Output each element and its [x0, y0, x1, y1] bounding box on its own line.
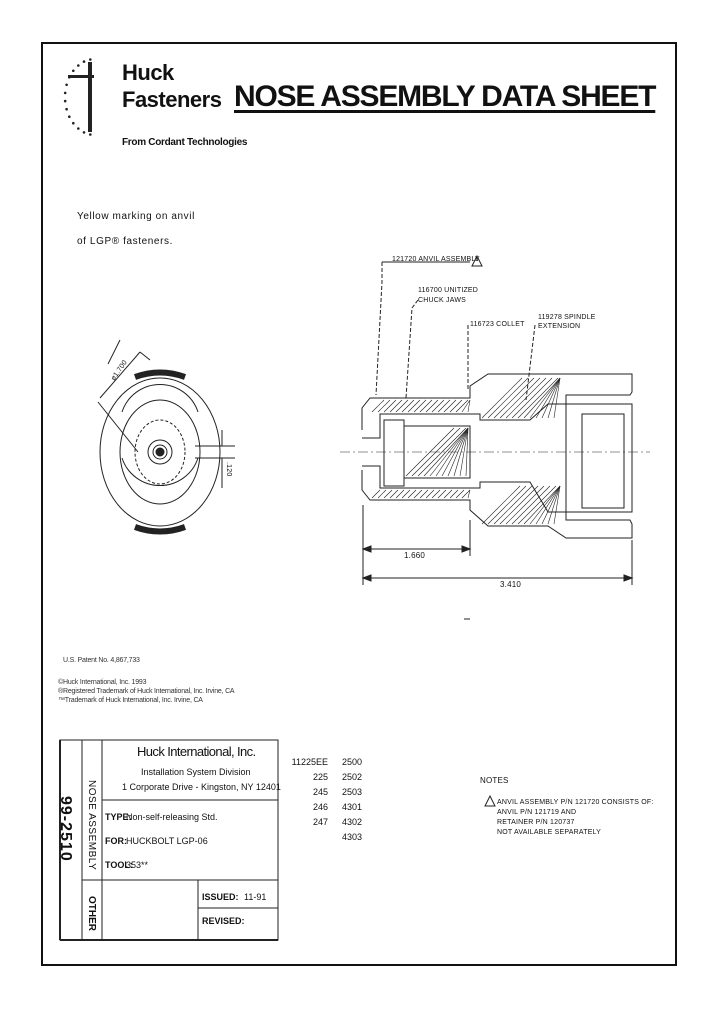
tool-list-item: 247 — [312, 817, 328, 827]
page-title: NOSE ASSEMBLY DATA SHEET — [234, 80, 656, 113]
dim-120-label: .120 — [225, 462, 232, 477]
revised-label: REVISED: — [202, 916, 245, 926]
logo-line-2: Fasteners — [122, 87, 222, 112]
tool-list-item: 2503 — [342, 787, 363, 797]
tool-list-item: 4301 — [342, 802, 363, 812]
doc-number: 99-2510 — [57, 796, 74, 862]
callout-jaws-line-1: 116700 UNITIZED — [418, 287, 479, 294]
trademark-text: ™Trademark of Huck International, Inc. I… — [58, 697, 203, 704]
tool-list-col-1: 11225EE 225 245 246 247 — [284, 757, 328, 832]
registered-trademark-text: ®Registered Trademark of Huck Internatio… — [58, 688, 235, 695]
nose-assembly-vertical: NOSE ASSEMBLY — [86, 780, 97, 871]
tool-value: 353** — [126, 860, 149, 870]
note-line-1: Yellow marking on anvil — [77, 211, 195, 222]
callout-collet: 116723 COLLET — [470, 321, 525, 328]
title-block-grid — [59, 739, 496, 941]
for-value: HUCKBOLT LGP-06 — [126, 836, 208, 846]
tool-list-item: 246 — [312, 802, 328, 812]
type-label: TYPE: — [105, 812, 132, 822]
callout-spindle-line-2: EXTENSION — [538, 323, 581, 330]
notes-line-3: RETAINER P/N 120737 — [497, 819, 575, 826]
anvil-end-view — [97, 339, 235, 535]
callout-spindle-line-1: 119278 SPINDLE — [538, 314, 596, 321]
copyright-text: ©Huck International, Inc. 1993 — [58, 679, 147, 686]
tool-list-item: 245 — [312, 787, 328, 797]
patent-text: U.S. Patent No. 4,867,733 — [63, 657, 140, 664]
callout-jaws-line-2: CHUCK JAWS — [418, 297, 467, 304]
division-name: Installation System Division — [141, 767, 251, 777]
note-line-2: of LGP® fasteners. — [77, 236, 173, 247]
tool-list-item: 225 — [312, 772, 328, 782]
company-address: 1 Corporate Drive - Kingston, NY 12401 — [122, 782, 281, 792]
notes-heading: NOTES — [480, 776, 509, 785]
for-label: FOR: — [105, 836, 127, 846]
issued-value: 11-91 — [244, 892, 267, 902]
dim-1660-label: 1.660 — [404, 551, 426, 560]
issued-label: ISSUED: — [202, 892, 239, 902]
nose-assembly-section — [340, 254, 650, 620]
notes-line-4: NOT AVAILABLE SEPARATELY — [497, 829, 602, 836]
page-border — [41, 42, 677, 966]
huck-logo-icon — [63, 58, 94, 136]
other-vertical: OTHER — [86, 896, 97, 931]
company-name: Huck International, Inc. — [137, 744, 256, 759]
tool-list-item: 2500 — [342, 757, 363, 767]
tool-list-col-2: 2500 2502 2503 4301 4302 4303 — [342, 757, 362, 847]
dim-3410-label: 3.410 — [500, 580, 522, 589]
notes-line-1: ANVIL ASSEMBLY P/N 121720 CONSISTS OF: — [497, 799, 654, 806]
callout-anvil-assembly: 121720 ANVIL ASSEMBLY — [392, 256, 480, 263]
tool-list-item: 2502 — [342, 772, 363, 782]
logo-line-1: Huck — [122, 60, 174, 85]
tool-label: TOOL: — [105, 860, 133, 870]
tool-list-item: 4302 — [342, 817, 363, 827]
notes-line-2: ANVIL P/N 121719 AND — [497, 809, 577, 816]
tool-list-item: 4303 — [342, 832, 363, 842]
warning-number-1: 1 — [475, 257, 479, 263]
tool-list-item: 11225EE — [291, 757, 328, 767]
logo-subtitle: From Cordant Technologies — [122, 137, 248, 148]
type-value: Non-self-releasing Std. — [126, 812, 218, 822]
